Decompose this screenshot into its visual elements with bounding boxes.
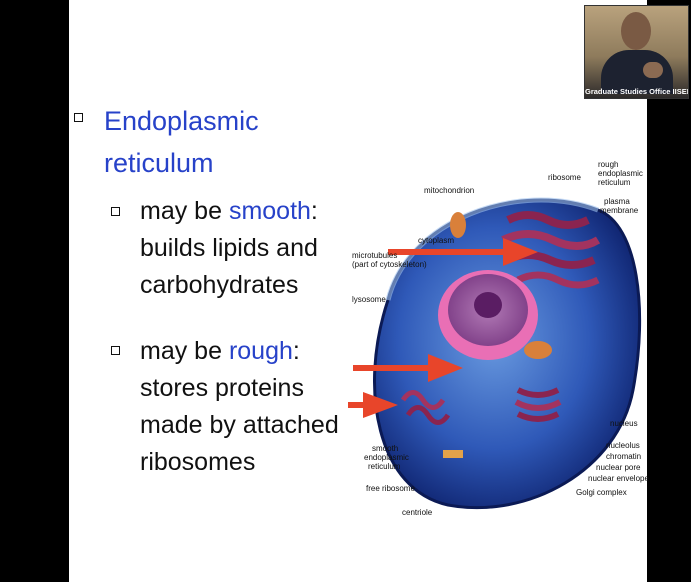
label-mitochondrion: mitochondrion (424, 186, 474, 195)
bullet-1-line-3: carbohydrates (140, 267, 318, 304)
participant-name-label: Graduate Studies Office IISER Pune (585, 87, 688, 96)
label-nucleolus: nucleolus (606, 441, 640, 450)
bullet-2-line-4: ribosomes (140, 444, 339, 481)
label-smooth-er-1: smooth (372, 444, 398, 453)
heading-bullet-icon (74, 113, 83, 122)
label-plasma-1: plasma (604, 197, 630, 206)
bullet-1-keyword: smooth (229, 197, 311, 225)
bullet-1-line-2: builds lipids and (140, 230, 318, 267)
label-nuclear-envelope: nuclear envelope (588, 474, 649, 483)
label-smooth-er-3: reticulum (368, 462, 400, 471)
label-golgi: Golgi complex (576, 488, 627, 497)
label-nucleus: nucleus (610, 419, 638, 428)
label-ribosome: ribosome (548, 173, 581, 182)
slide-heading: Endoplasmic reticulum (104, 100, 304, 184)
heading-line-1: Endoplasmic (104, 100, 304, 142)
label-microtubules-1: microtubules (352, 251, 397, 260)
participant-hand (643, 62, 663, 78)
animal-cell-diagram: ribosome rough endoplasmic reticulum mit… (348, 150, 648, 530)
participant-video-tile[interactable]: Graduate Studies Office IISER Pune (584, 5, 689, 99)
left-letterbox (0, 0, 69, 582)
label-cytoplasm: cytoplasm (418, 236, 454, 245)
label-rough-er-1: rough (598, 160, 618, 169)
bullet-2-text: may be rough: stores proteins made by at… (140, 333, 339, 481)
mitochondrion-shape (524, 341, 552, 359)
bullet-1-line-1: may be smooth: (140, 193, 318, 230)
heading-line-2: reticulum (104, 142, 304, 184)
bullet-1-icon (111, 207, 120, 216)
bullet-1-text: may be smooth: builds lipids and carbohy… (140, 193, 318, 304)
nucleolus-shape (474, 292, 502, 318)
label-rough-er-3: reticulum (598, 178, 630, 187)
bullet-2-line-1: may be rough: (140, 333, 339, 370)
bullet-2-line-3: made by attached (140, 407, 339, 444)
bullet-2-line-2: stores proteins (140, 370, 339, 407)
label-centriole: centriole (402, 508, 432, 517)
label-rough-er-2: endoplasmic (598, 169, 643, 178)
label-plasma-2: membrane (600, 206, 638, 215)
centriole-shape (443, 450, 463, 458)
bullet-2-keyword: rough (229, 337, 293, 365)
label-smooth-er-2: endoplasmic (364, 453, 409, 462)
label-chromatin: chromatin (606, 452, 641, 461)
bullet-2-icon (111, 346, 120, 355)
participant-head (621, 12, 651, 50)
label-nuclear-pore: nuclear pore (596, 463, 640, 472)
label-microtubules-2: (part of cytoskeleton) (352, 260, 427, 269)
label-lysosome: lysosome (352, 295, 386, 304)
label-free-ribosome: free ribosome (366, 484, 415, 493)
